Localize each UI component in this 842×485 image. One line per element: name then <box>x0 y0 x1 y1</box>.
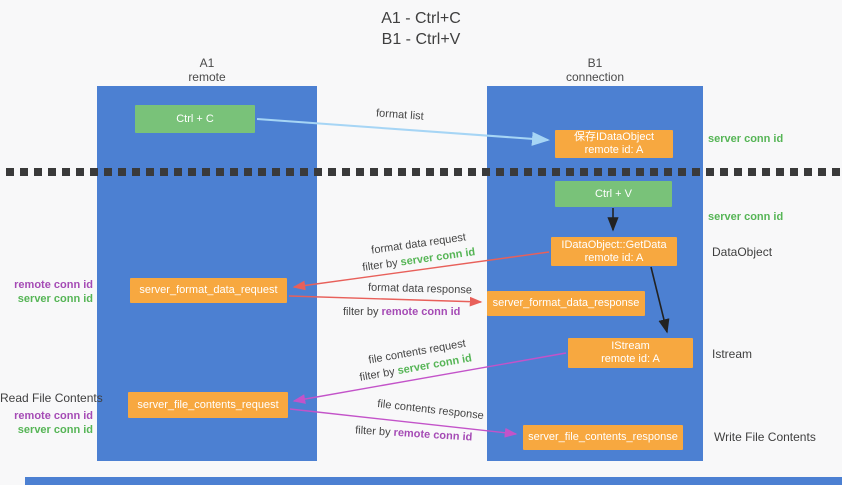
node-server-file-contents-response: server_file_contents_response <box>523 425 683 450</box>
label-remote-conn-id-left-2: remote conn id <box>14 410 93 422</box>
phase-separator-dotted-line <box>6 168 842 176</box>
label-write-file-contents: Write File Contents <box>714 430 816 444</box>
node-server-format-data-response: server_format_data_response <box>487 291 645 316</box>
label-remote-conn-id-text: remote conn id <box>381 306 461 318</box>
label-server-conn-id-left-1: server conn id <box>17 293 93 305</box>
node-server-file-contents-response-label: server_file_contents_response <box>528 431 678 443</box>
label-istream-side: Istream <box>712 347 753 361</box>
label-format-list: format list <box>375 107 425 123</box>
title-line-1: A1 - Ctrl+C <box>381 10 461 27</box>
node-save-dataobject-line1: 保存IDataObject <box>573 131 655 143</box>
node-server-format-data-request-label: server_format_data_request <box>139 284 278 296</box>
label-filter-by-text: filter by <box>354 424 391 439</box>
node-server-file-contents-request: server_file_contents_request <box>128 392 288 418</box>
node-istream-line2: remote id: A <box>601 353 660 365</box>
label-server-conn-id-left-2: server conn id <box>17 424 93 436</box>
label-filter-by-text: filter by <box>343 306 379 318</box>
lane-header-b1: B1 connection <box>487 56 703 84</box>
node-server-format-data-request: server_format_data_request <box>130 278 287 303</box>
lane-header-a1: A1 remote <box>97 56 317 84</box>
node-save-dataobject-line2: remote id: A <box>584 144 644 156</box>
lane-b1-subtitle: connection <box>565 70 625 84</box>
label-file-contents-response: file contents response <box>376 397 485 423</box>
title-line-2: B1 - Ctrl+V <box>381 31 461 48</box>
node-server-file-contents-request-label: server_file_contents_request <box>137 398 279 411</box>
node-idataobject-getdata-line1: IDataObject::GetData <box>561 238 667 251</box>
label-server-conn-id-right-1: server conn id <box>708 133 784 145</box>
lane-a1-subtitle: remote <box>188 70 226 84</box>
diagram-title: A1 - Ctrl+C B1 - Ctrl+V <box>0 8 842 50</box>
node-ctrl-c-label: Ctrl + C <box>176 112 214 125</box>
label-read-file-contents: Read File Contents <box>0 391 103 405</box>
label-filter-by-remote-conn-id-2: filter by remote conn id <box>355 424 473 444</box>
label-format-data-response: format data response <box>367 281 473 297</box>
node-ctrl-v: Ctrl + V <box>555 181 672 207</box>
node-server-format-data-response-label: server_format_data_response <box>492 297 640 309</box>
node-istream: IStream remote id: A <box>568 338 693 368</box>
label-remote-conn-id-text: remote conn id <box>393 426 473 444</box>
node-idataobject-getdata-line2: remote id: A <box>584 251 644 264</box>
label-server-conn-id-right-2: server conn id <box>708 211 784 223</box>
label-filter-by-remote-conn-id-1: filter by remote conn id <box>343 306 460 319</box>
label-dataobject: DataObject <box>712 245 773 259</box>
lane-b1-title: B1 <box>587 56 603 70</box>
label-filter-by-text: filter by <box>358 365 396 384</box>
node-ctrl-c: Ctrl + C <box>135 105 255 133</box>
format-data-response-arrow <box>288 295 483 307</box>
node-ctrl-v-label: Ctrl + V <box>595 187 632 200</box>
label-remote-conn-id-left-1: remote conn id <box>14 279 93 291</box>
node-idataobject-getdata: IDataObject::GetData remote id: A <box>551 237 677 266</box>
node-save-dataobject: 保存IDataObject remote id: A <box>555 130 673 158</box>
bottom-window-edge <box>25 477 842 485</box>
node-istream-line1: IStream <box>611 340 650 352</box>
label-filter-by-text: filter by <box>361 257 399 274</box>
lane-a1-title: A1 <box>199 56 215 70</box>
